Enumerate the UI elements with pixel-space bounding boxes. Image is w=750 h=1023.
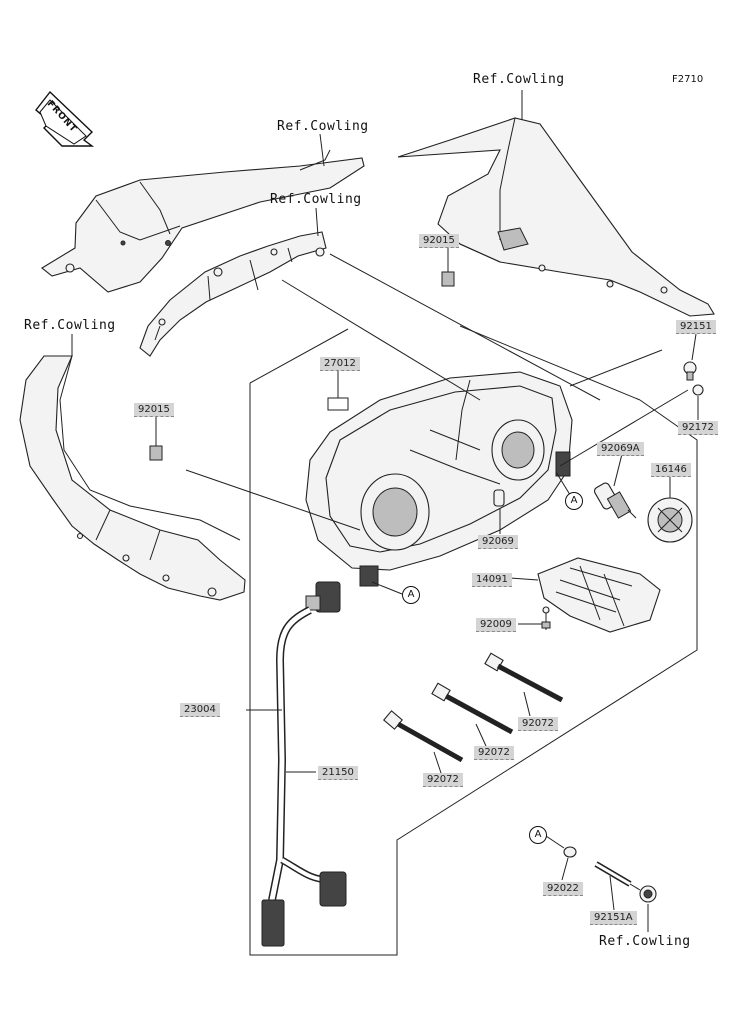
part-label-92151A[interactable]: 92151A <box>590 911 637 925</box>
rubber-cap-icon <box>692 384 704 396</box>
part-label-92069[interactable]: 92069 <box>478 535 518 549</box>
ref-cowling-top-left: Ref.Cowling <box>277 119 369 134</box>
label-sticker-icon <box>327 397 349 411</box>
part-label-92022[interactable]: 92022 <box>543 882 583 896</box>
part-label-92072[interactable]: 92072 <box>474 746 514 760</box>
cable-tie-icon <box>383 710 464 763</box>
headlight-assembly <box>305 371 573 587</box>
ref-cowling-top-right: Ref.Cowling <box>473 72 565 87</box>
part-label-92015[interactable]: 92015 <box>419 234 459 248</box>
washer-icon <box>563 846 577 858</box>
callout-a: A <box>529 826 547 844</box>
windscreen-cowling <box>397 117 715 317</box>
part-label-27012[interactable]: 27012 <box>320 357 360 371</box>
cable-tie-icon <box>431 682 514 735</box>
part-label-92072[interactable]: 92072 <box>423 773 463 787</box>
leader-lines <box>71 90 699 932</box>
grommet-icon <box>639 885 657 903</box>
headlight-bracket <box>139 231 327 357</box>
side-cowling <box>19 355 246 601</box>
position-bulb-icon <box>493 489 505 507</box>
part-label-14091[interactable]: 14091 <box>472 573 512 587</box>
adjuster-bolt-icon <box>594 861 641 891</box>
bolt-icon <box>683 361 697 381</box>
clip-nut-icon <box>441 271 455 287</box>
part-label-16146[interactable]: 16146 <box>651 463 691 477</box>
part-label-23004[interactable]: 23004 <box>180 703 220 717</box>
part-label-92172[interactable]: 92172 <box>678 421 718 435</box>
assembly-frame <box>249 383 698 956</box>
part-label-92009[interactable]: 92009 <box>476 618 516 632</box>
clip-nut-icon <box>149 445 163 461</box>
part-label-92015[interactable]: 92015 <box>134 403 174 417</box>
ref-cowling-left: Ref.Cowling <box>24 318 116 333</box>
ref-cowling-mid: Ref.Cowling <box>270 192 362 207</box>
callout-a: A <box>565 492 583 510</box>
part-label-92069A[interactable]: 92069A <box>597 442 644 456</box>
bulb-cover-icon <box>647 497 693 543</box>
headlight-bulb-icon <box>593 482 637 519</box>
part-label-92072[interactable]: 92072 <box>518 717 558 731</box>
part-label-92151[interactable]: 92151 <box>676 320 716 334</box>
callout-a: A <box>402 586 420 604</box>
upper-cowling-panel <box>41 149 365 293</box>
wiring-harness <box>261 581 347 947</box>
cable-tie-icon <box>484 652 564 703</box>
figure-code: F2710 <box>672 74 704 85</box>
ref-cowling-bottom-right: Ref.Cowling <box>599 934 691 949</box>
front-arrow-icon <box>35 90 95 147</box>
headlight-cover <box>537 557 661 633</box>
part-label-21150[interactable]: 21150 <box>318 766 358 780</box>
screw-icon <box>541 606 551 630</box>
